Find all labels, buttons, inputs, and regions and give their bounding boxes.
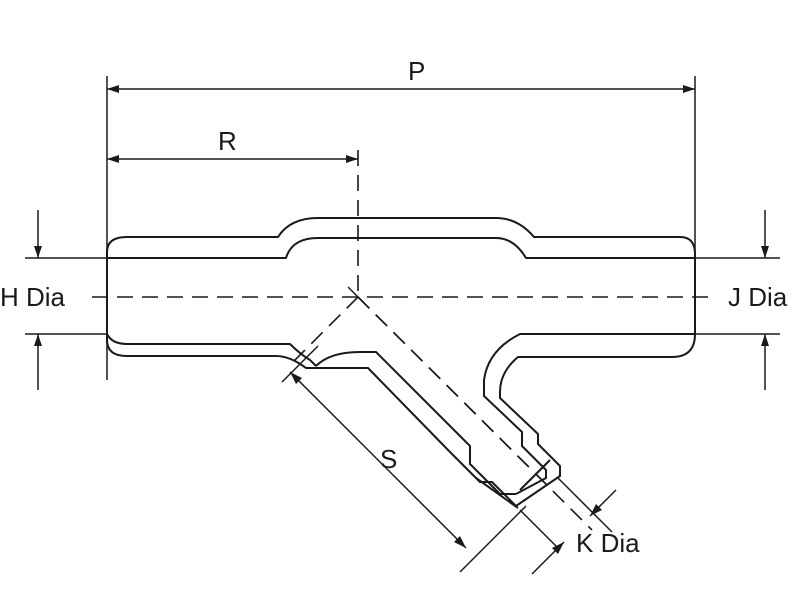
- k-dia-arrow-a: [590, 504, 602, 516]
- s-label: S: [380, 444, 397, 474]
- r-arrow-left: [107, 155, 119, 163]
- fitting-outer-outline: [106, 217, 696, 507]
- fitting-branch-end-inner: [475, 459, 551, 509]
- j-dia-arrow-top: [761, 246, 769, 258]
- fitting-inner-branch-left-contour: [315, 351, 516, 495]
- s-arrow-top: [290, 372, 302, 384]
- center-cross-a: [347, 286, 369, 308]
- k-dia-extension-b: [519, 509, 561, 551]
- p-arrow-right: [683, 85, 695, 93]
- h-dia-arrow-bottom: [34, 334, 42, 346]
- fitting-inner-top-contour: [107, 237, 695, 259]
- k-dia-arrow-b: [552, 542, 564, 554]
- j-dia-label: J Dia: [728, 282, 788, 312]
- h-dia-label: H Dia: [0, 282, 66, 312]
- s-extension-top: [281, 345, 319, 383]
- p-arrow-left: [107, 85, 119, 93]
- h-dia-arrow-top: [34, 246, 42, 258]
- s-extension-bottom: [459, 505, 527, 573]
- k-dia-extension-a: [557, 477, 613, 533]
- j-dia-arrow-bottom: [761, 334, 769, 346]
- r-label: R: [218, 126, 237, 156]
- fitting-inner-right-contour: [483, 333, 695, 495]
- k-dia-label: K Dia: [576, 528, 640, 558]
- p-label: P: [408, 56, 425, 86]
- s-arrow-bottom: [454, 536, 466, 548]
- s-dimension-line: [289, 371, 467, 549]
- branch-centerline-left: [289, 296, 359, 366]
- r-arrow-right: [346, 155, 358, 163]
- branch-centerline-offset: [357, 296, 553, 491]
